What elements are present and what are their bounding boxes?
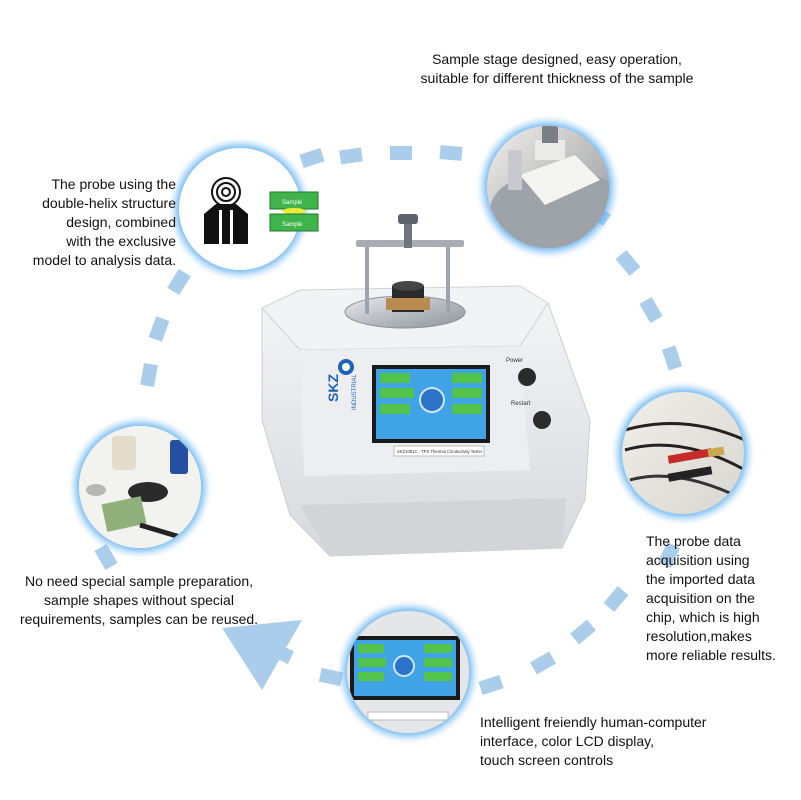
- restart-label: Restart: [511, 401, 531, 407]
- sample-top-label: Sample: [282, 200, 303, 206]
- caption-samples: No need special sample preparation, samp…: [19, 573, 259, 627]
- model-label: SKZ1061C - TPS Thermal Conductivity Test…: [397, 449, 483, 454]
- caption-sample-stage: Sample stage designed, easy operation, s…: [420, 51, 694, 86]
- device-brand-sub: INDUSTRIAL: [352, 374, 358, 410]
- power-label: Power: [506, 358, 523, 364]
- feature-circle-samples: [68, 415, 212, 559]
- sample-sandwich-icon: Sample Sample: [269, 191, 319, 232]
- feature-circle-interface: [336, 600, 480, 744]
- thermal-conductivity-tester: SKZ INDUSTRIAL Power Restart SKZ1061C - …: [261, 214, 591, 557]
- caption-probe: The probe using the double-helix structu…: [32, 176, 176, 268]
- double-helix-probe-icon: [204, 177, 248, 244]
- feature-circle-sample-stage: [476, 115, 620, 259]
- feature-circle-probe: Sample Sample: [168, 137, 319, 281]
- sample-bottom-label: Sample: [282, 222, 303, 228]
- caption-interface: Intelligent freiendly human-computer int…: [480, 714, 707, 768]
- caption-acquisition: The probe data acquisition using the imp…: [646, 533, 776, 663]
- feature-circle-acquisition: [611, 381, 755, 525]
- ring-arrowhead: [222, 620, 302, 690]
- device-brand: SKZ: [325, 374, 341, 402]
